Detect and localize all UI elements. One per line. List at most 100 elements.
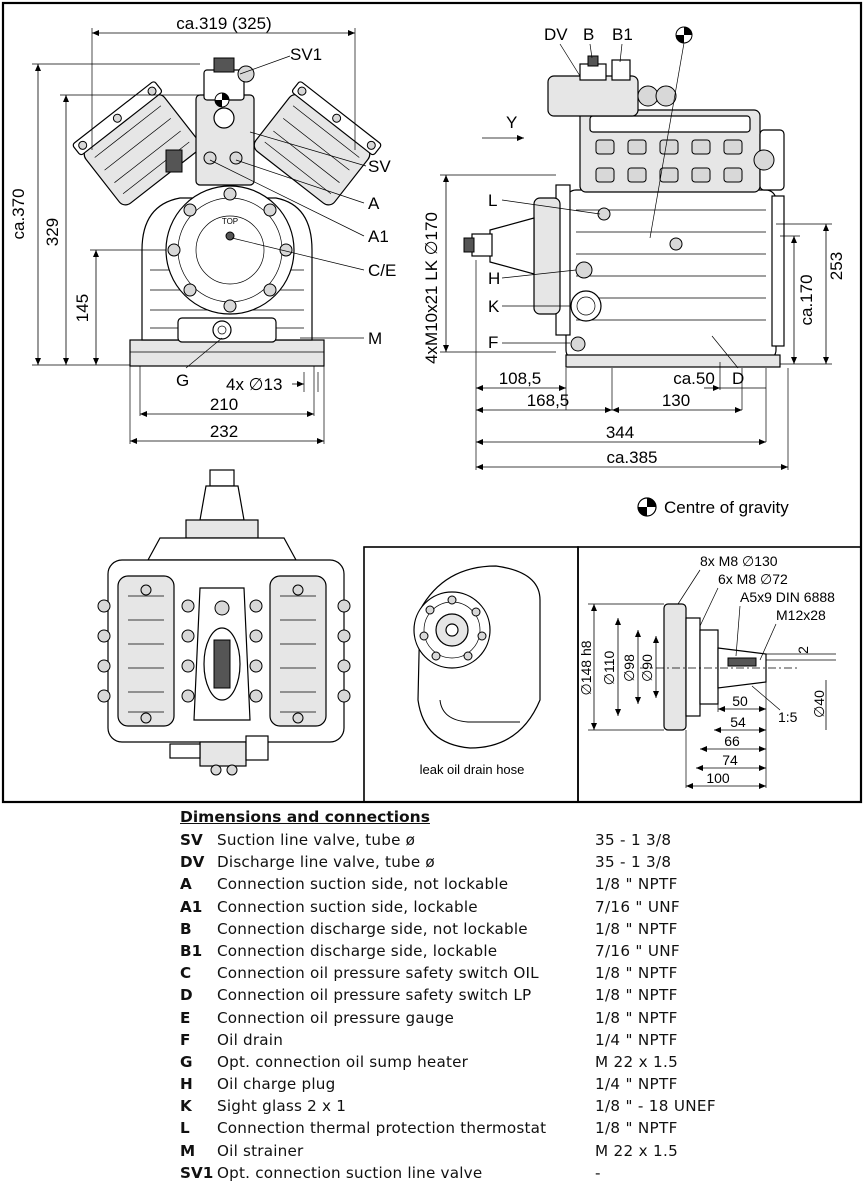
legend-row: M Oil strainer M 22 x 1.5 <box>180 1140 740 1162</box>
dim-height-329: 329 <box>43 218 62 246</box>
side-view <box>463 26 785 368</box>
legend-description: Oil strainer <box>217 1141 304 1160</box>
callout-sv1: SV1 <box>290 45 322 64</box>
dim-thread: M12x28 <box>776 607 826 623</box>
legend-title: Dimensions and connections <box>180 808 430 826</box>
dim-height-253: 253 <box>827 252 846 280</box>
legend-code: D <box>180 986 193 1005</box>
dim-flange: 4xM10x21 LK ∅170 <box>422 212 441 364</box>
legend-code: DV <box>180 853 205 872</box>
legend-description: Connection oil pressure safety switch LP <box>217 986 532 1005</box>
legend-description: Connection discharge side, not lockable <box>217 919 528 938</box>
dim-d90: ∅90 <box>639 654 655 682</box>
dim-d40: ∅40 <box>811 690 827 718</box>
legend-value: 1/4 " NPTF <box>595 1030 678 1049</box>
legend-code: B1 <box>180 941 203 960</box>
legend-value: 1/8 " NPTF <box>595 986 678 1005</box>
gravity-legend-label: Centre of gravity <box>664 498 789 517</box>
legend-row: D Connection oil pressure safety switch L… <box>180 984 740 1006</box>
dim-d148: ∅148 h8 <box>578 640 594 695</box>
dim-taper: 1:5 <box>778 709 798 725</box>
dim-height-total: ca.370 <box>9 188 28 239</box>
legend-value: M 22 x 1.5 <box>595 1052 679 1071</box>
legend-row: G Opt. connection oil sump heater M 22 x 1… <box>180 1051 740 1073</box>
legend-value: 35 - 1 3/8 <box>595 853 672 872</box>
legend-code: F <box>180 1030 191 1049</box>
legend-row: DV Discharge line valve, tube ø 35 - 1 3/8 <box>180 851 740 873</box>
callout-h: H <box>488 269 500 288</box>
legend-description: Opt. connection oil sump heater <box>217 1052 469 1071</box>
leak-caption: leak oil drain hose <box>420 762 525 777</box>
front-top-mark: TOP <box>222 217 238 226</box>
legend-value: 35 - 1 3/8 <box>595 831 672 849</box>
legend-value: 7/16 " UNF <box>595 941 680 960</box>
callout-y: Y <box>506 113 517 132</box>
legend-value: 1/4 " NPTF <box>595 1075 678 1094</box>
front-view-dims: ca.319 (325) ca.370 329 145 210 232 4x ∅… <box>9 14 356 444</box>
legend-code: G <box>180 1052 193 1071</box>
callout-d: D <box>732 369 744 388</box>
side-view-callouts: DV B B1 L H K F D <box>488 25 744 388</box>
callout-dv: DV <box>544 25 568 44</box>
front-view-callouts: SV1 SV A A1 C/E M G <box>176 45 396 390</box>
dim-l74: 74 <box>722 752 738 768</box>
legend-code: L <box>180 1119 190 1138</box>
legend-description: Connection suction side, lockable <box>217 897 478 916</box>
callout-g: G <box>176 371 189 390</box>
dim-50: ca.50 <box>673 369 715 388</box>
callout-sv: SV <box>368 157 391 176</box>
dim-l54: 54 <box>730 714 746 730</box>
legend-code: M <box>180 1141 196 1160</box>
dim-l66: 66 <box>724 733 740 749</box>
legend-code: E <box>180 1008 191 1027</box>
legend-description: Oil drain <box>217 1030 284 1049</box>
dim-m8-72: 6x M8 ∅72 <box>718 571 788 587</box>
legend-code: C <box>180 964 192 983</box>
legend-description: Discharge line valve, tube ø <box>217 853 435 872</box>
legend-value: 1/8 " - 18 UNEF <box>595 1097 716 1116</box>
legend-value: M 22 x 1.5 <box>595 1141 679 1160</box>
legend-row: C Connection oil pressure safety switch O… <box>180 962 740 984</box>
callout-f: F <box>488 333 498 352</box>
dim-two: 2 <box>795 646 811 654</box>
legend-description: Oil charge plug <box>217 1075 336 1094</box>
legend-value: 1/8 " NPTF <box>595 1119 678 1138</box>
dim-width-top: ca.319 (325) <box>176 14 271 33</box>
detail-leak-view: leak oil drain hose <box>413 565 541 777</box>
legend-value: 1/8 " NPTF <box>595 964 678 983</box>
legend-description: Connection suction side, not lockable <box>217 875 509 894</box>
legend-value: 7/16 " UNF <box>595 897 680 916</box>
callout-a1: A1 <box>368 227 389 246</box>
legend-row: F Oil drain 1/4 " NPTF <box>180 1029 740 1051</box>
legend-value: 1/8 " NPTF <box>595 1008 678 1027</box>
gravity-legend: Centre of gravity <box>637 497 789 517</box>
front-view: TOP <box>72 57 382 367</box>
detail-shaft-view: 8x M8 ∅130 6x M8 ∅72 A5x9 DIN 6888 M12x2… <box>578 553 836 789</box>
callout-ce: C/E <box>368 261 396 280</box>
callout-k: K <box>488 297 500 316</box>
dim-m8-130: 8x M8 ∅130 <box>700 553 778 569</box>
dim-height-145: 145 <box>73 294 92 322</box>
legend-code: SV1 <box>180 1163 214 1182</box>
technical-drawing: TOP ca.319 (325) ca.370 329 145 210 232 … <box>1 1 863 804</box>
dim-l100: 100 <box>706 770 730 786</box>
legend-row: B Connection discharge side, not lockable… <box>180 918 740 940</box>
legend-code: B <box>180 919 192 938</box>
dim-108: 108,5 <box>499 369 542 388</box>
dim-holes: 4x ∅13 <box>226 375 282 394</box>
legend-description: Connection oil pressure gauge <box>217 1008 455 1027</box>
legend-value: - <box>595 1163 601 1182</box>
side-view-dims: Y 4xM10x21 LK ∅170 253 ca.170 108,5 168,… <box>422 113 846 470</box>
dim-width-210: 210 <box>210 395 238 414</box>
dim-344: 344 <box>606 423 634 442</box>
dim-key: A5x9 DIN 6888 <box>740 589 835 605</box>
legend-description: Connection oil pressure safety switch OI… <box>217 964 539 983</box>
